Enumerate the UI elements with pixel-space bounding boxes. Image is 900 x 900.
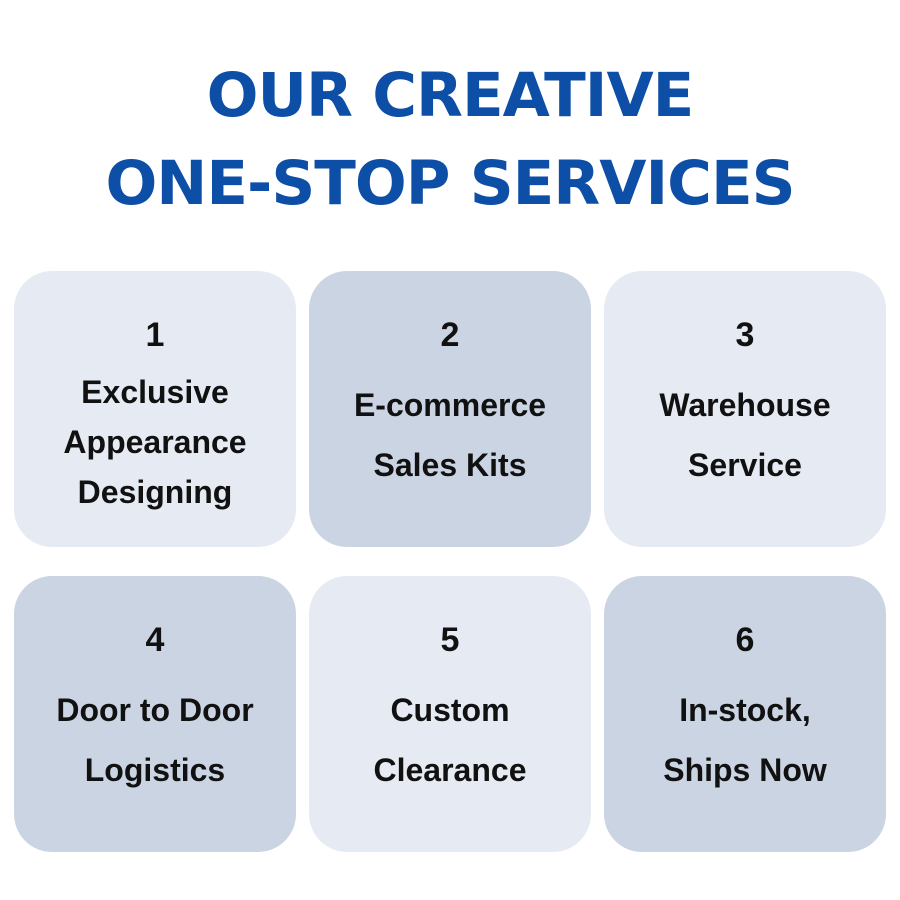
service-number: 4 <box>145 621 165 659</box>
page-title: OUR CREATIVE ONE-STOP SERVICES <box>0 52 900 228</box>
service-label-line: Exclusive <box>81 374 229 410</box>
service-label-line: Logistics <box>84 752 226 788</box>
service-label: Exclusive Appearance Designing <box>63 367 246 551</box>
service-label: In-stock, Ships Now <box>663 680 827 852</box>
service-label-line: Service <box>688 447 802 483</box>
service-card-6: 6 In-stock, Ships Now <box>604 576 886 852</box>
service-number: 5 <box>440 621 460 659</box>
service-label-line: In-stock, <box>679 692 811 728</box>
service-label: Custom Clearance <box>374 680 527 852</box>
service-label: E-commerce Sales Kits <box>354 375 546 547</box>
service-label-line: Designing <box>77 474 233 510</box>
service-label-line: Clearance <box>373 752 527 788</box>
service-card-4: 4 Door to Door Logistics <box>14 576 296 852</box>
service-label: Warehouse Service <box>659 375 830 547</box>
service-label-line: Sales Kits <box>373 447 527 483</box>
service-label: Door to Door Logistics <box>56 680 253 852</box>
service-label-line: Ships Now <box>663 752 827 788</box>
service-label-line: Warehouse <box>659 387 831 423</box>
service-number: 6 <box>735 621 755 659</box>
service-card-2: 2 E-commerce Sales Kits <box>309 271 591 547</box>
service-label-line: Appearance <box>63 424 247 460</box>
service-label-line: Custom <box>390 692 510 728</box>
service-card-3: 3 Warehouse Service <box>604 271 886 547</box>
service-number: 1 <box>145 316 165 354</box>
service-label-line: E-commerce <box>353 387 547 423</box>
service-number: 3 <box>735 316 755 354</box>
service-card-1: 1 Exclusive Appearance Designing <box>14 271 296 547</box>
service-label-line: Door to Door <box>56 692 254 728</box>
title-line-1: OUR CREATIVE <box>206 60 695 131</box>
title-line-2: ONE-STOP SERVICES <box>105 148 795 219</box>
service-card-5: 5 Custom Clearance <box>309 576 591 852</box>
service-number: 2 <box>440 316 460 354</box>
